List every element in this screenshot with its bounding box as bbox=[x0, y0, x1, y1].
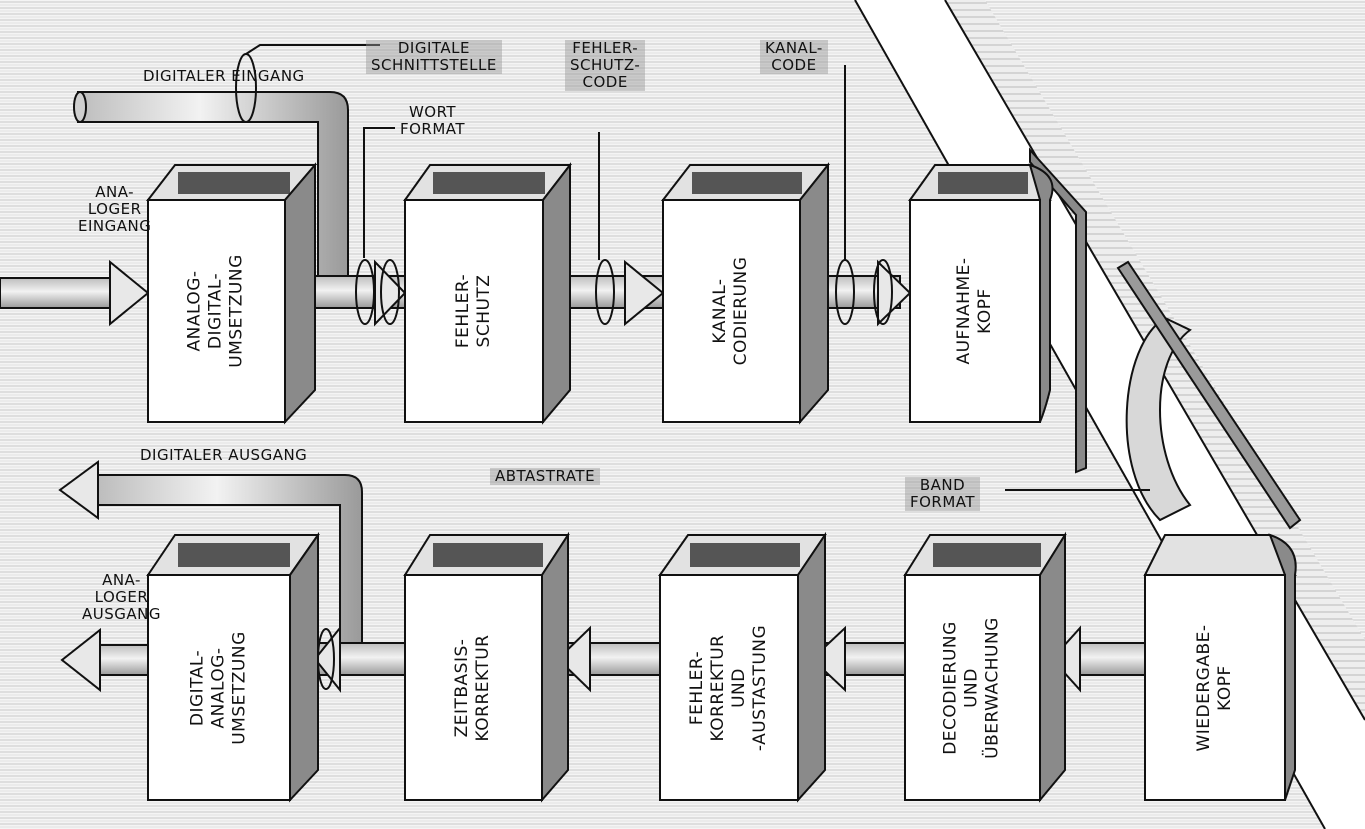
box-label-aufnahmekopf: AUFNAHME- KOPF bbox=[954, 257, 996, 364]
label-digitaler-ausgang: DIGITALER AUSGANG bbox=[140, 447, 307, 464]
label-kanalcode: KANAL- CODE bbox=[760, 40, 828, 74]
box-label-fehlerkorrektur: FEHLER- KORREKTUR UND -AUSTASTUNG bbox=[687, 625, 771, 751]
box-label-digital-analog: DIGITAL- ANALOG- UMSETZUNG bbox=[188, 631, 251, 745]
box-label-fehlerschutz: FEHLER- SCHUTZ bbox=[453, 274, 495, 348]
box-label-kanalcodierung: KANAL- CODIERUNG bbox=[710, 257, 752, 366]
box-label-analog-digital: ANALOG- DIGITAL- UMSETZUNG bbox=[185, 254, 248, 368]
label-fehlerschutzcode: FEHLER- SCHUTZ- CODE bbox=[565, 40, 645, 91]
label-abtastrate: ABTASTRATE bbox=[490, 468, 600, 485]
label-analoger-ausgang: ANA- LOGER AUSGANG bbox=[82, 572, 161, 623]
label-bandformat: BAND FORMAT bbox=[905, 477, 980, 511]
label-digitaler-eingang: DIGITALER EINGANG bbox=[143, 68, 305, 85]
label-wortformat: WORT FORMAT bbox=[400, 104, 465, 138]
box-label-zeitbasis: ZEITBASIS- KORREKTUR bbox=[452, 635, 494, 742]
box-label-decodierung: DECODIERUNG UND ÜBERWACHUNG bbox=[941, 617, 1004, 759]
label-digitale-schnittstelle: DIGITALE SCHNITTSTELLE bbox=[366, 40, 502, 74]
label-analoger-eingang: ANA- LOGER EINGANG bbox=[78, 184, 151, 235]
box-label-wiedergabekopf: WIEDERGABE- KOPF bbox=[1194, 624, 1236, 751]
